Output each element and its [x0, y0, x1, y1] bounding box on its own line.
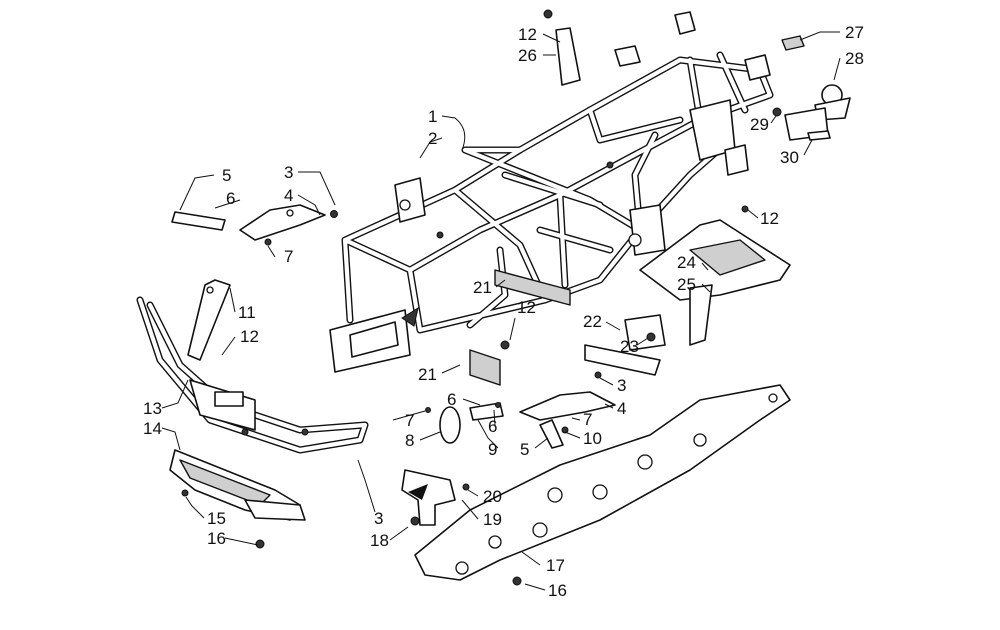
main-frame	[329, 11, 774, 386]
callout-27: 27	[845, 23, 864, 42]
callout-9: 9	[488, 440, 497, 459]
callout-22: 22	[583, 312, 602, 331]
callout-7: 7	[284, 247, 293, 266]
callout-12: 12	[760, 209, 779, 228]
callout-17: 17	[546, 556, 565, 575]
callout-21: 21	[418, 365, 437, 384]
callout-labels: 1 2 3 4 5 6 7 11 12 13 14 15 16 3 18 19 …	[143, 23, 864, 600]
steering-bracket	[401, 469, 470, 526]
callout-5: 5	[520, 440, 529, 459]
callout-3: 3	[374, 509, 383, 528]
callout-7: 7	[405, 411, 414, 430]
callout-18: 18	[370, 531, 389, 550]
callout-21: 21	[473, 278, 492, 297]
leader-lines	[161, 31, 841, 591]
callout-12: 12	[518, 25, 537, 44]
callout-1: 1	[428, 107, 437, 126]
callout-20: 20	[483, 487, 502, 506]
callout-10: 10	[583, 429, 602, 448]
upper-bracket-left	[171, 204, 338, 246]
callout-15: 15	[207, 509, 226, 528]
callout-13: 13	[143, 399, 162, 418]
main-skid-plate	[414, 384, 791, 586]
trailer-hitch	[772, 35, 851, 141]
callout-11: 11	[238, 303, 256, 322]
callout-5: 5	[222, 166, 231, 185]
callout-4: 4	[284, 186, 293, 205]
callout-6: 6	[226, 189, 235, 208]
callout-6: 6	[488, 417, 497, 436]
upper-bracket-right	[519, 371, 616, 449]
top-strap	[543, 9, 581, 86]
front-skid-plate	[169, 449, 306, 549]
callout-26: 26	[518, 46, 537, 65]
callout-3: 3	[617, 376, 626, 395]
callout-8: 8	[405, 431, 414, 450]
front-brace	[187, 279, 231, 361]
callout-12: 12	[517, 298, 536, 317]
callout-23: 23	[620, 337, 639, 356]
callout-12: 12	[240, 327, 259, 346]
callout-28: 28	[845, 49, 864, 68]
callout-19: 19	[483, 510, 502, 529]
front-bumper	[136, 296, 369, 454]
callout-7: 7	[583, 410, 592, 429]
callout-16: 16	[207, 529, 226, 548]
rear-rack	[584, 205, 791, 376]
callout-25: 25	[677, 275, 696, 294]
callout-2: 2	[428, 129, 437, 148]
callout-16: 16	[548, 581, 567, 600]
callout-6: 6	[447, 390, 456, 409]
callout-29: 29	[750, 115, 769, 134]
callout-30: 30	[780, 148, 799, 167]
callout-4: 4	[617, 399, 626, 418]
callout-24: 24	[677, 253, 696, 272]
callout-3: 3	[284, 163, 293, 182]
callout-14: 14	[143, 419, 162, 438]
